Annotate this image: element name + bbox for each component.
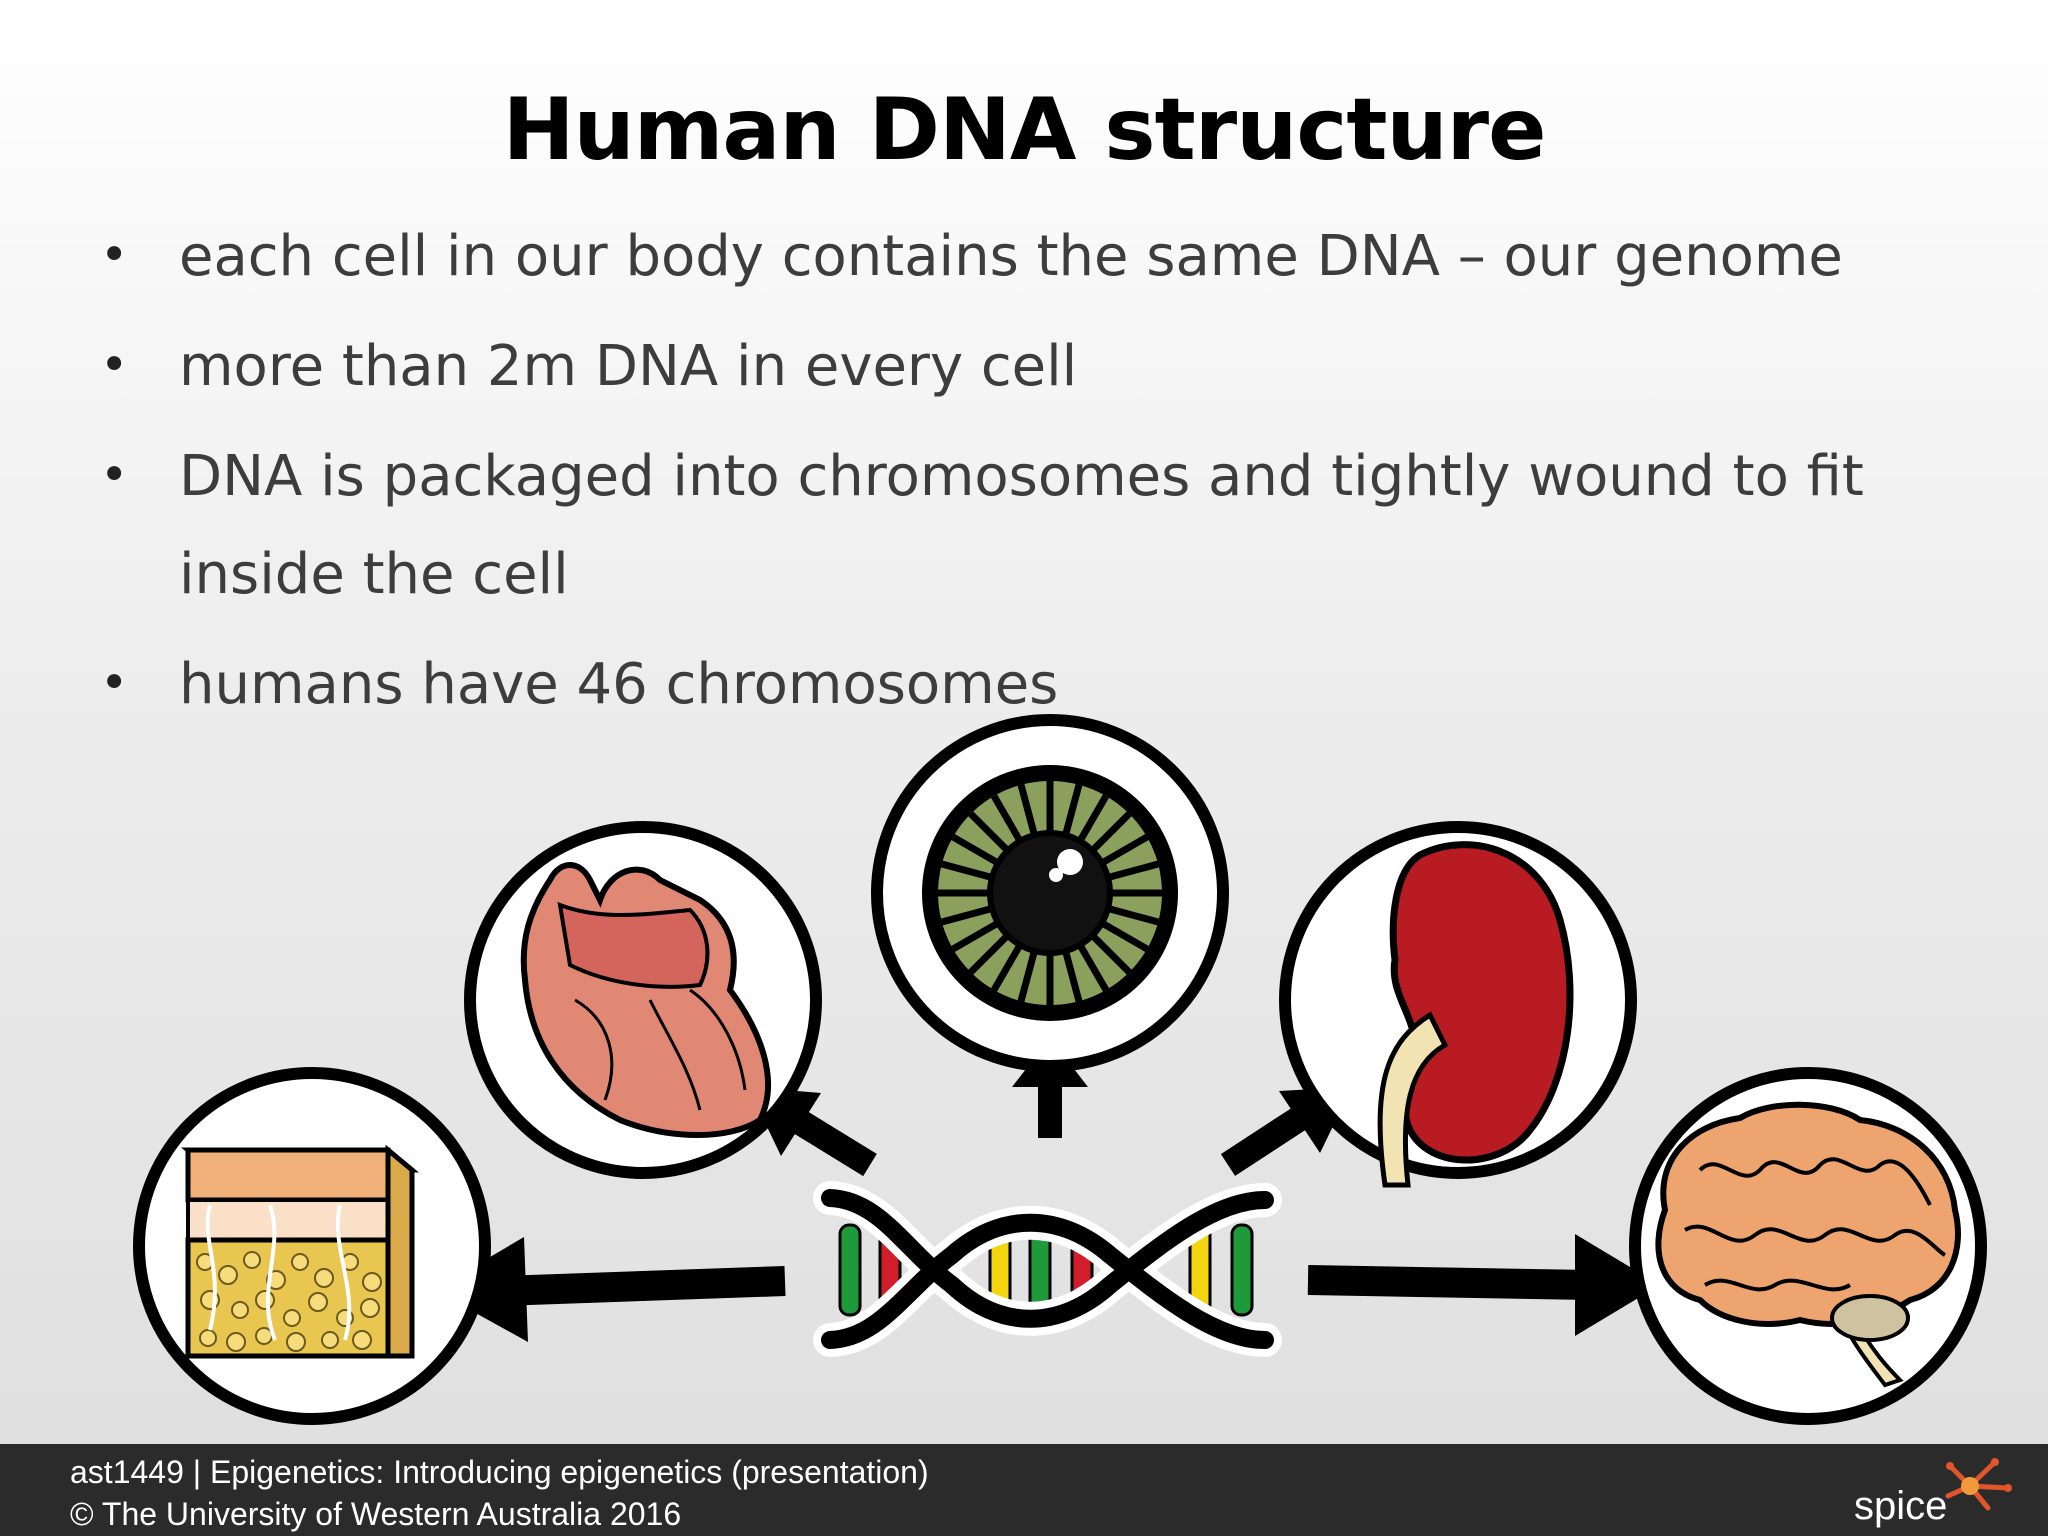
iris-spoke xyxy=(1077,794,1110,842)
iris-spoke xyxy=(1108,905,1160,926)
bullet-item: • more than 2m DNA in every cell xyxy=(100,318,2000,416)
bullet-item: • DNA is packaged into chromosomes and t… xyxy=(100,428,2000,624)
dna-rung xyxy=(838,1223,862,1317)
iris-spoke xyxy=(1108,860,1160,881)
spice-star-icon xyxy=(1945,1458,2012,1511)
bullet-dot: • xyxy=(100,655,129,711)
heart-icon xyxy=(520,862,771,1138)
logo-text: spice xyxy=(1854,1484,1948,1528)
bullet-dot: • xyxy=(100,337,129,393)
bullet-text: DNA is packaged into chromosomes and tig… xyxy=(179,444,1864,607)
iris-spoke xyxy=(940,860,992,881)
spice-logo: spice xyxy=(1850,1448,2020,1534)
iris-spoke xyxy=(1091,811,1132,852)
bullet-text: more than 2m DNA in every cell xyxy=(179,334,1078,399)
iris-spoke xyxy=(1017,951,1038,1003)
iris-spoke xyxy=(990,944,1023,992)
bullet-dot: • xyxy=(100,447,129,503)
iris-spoke xyxy=(1017,783,1038,835)
brain-icon xyxy=(1655,1101,1961,1388)
bullet-text: each cell in our body contains the same … xyxy=(179,224,1843,289)
footer: ast1449 | Epigenetics: Introducing epige… xyxy=(0,1444,2048,1536)
footer-reference: ast1449 | Epigenetics: Introducing epige… xyxy=(70,1454,929,1490)
bullet-text: humans have 46 chromosomes xyxy=(179,652,1059,717)
bullet-item: • humans have 46 chromosomes xyxy=(100,636,2000,734)
iris-spoke xyxy=(968,811,1009,852)
slide-title: Human DNA structure xyxy=(502,80,1547,180)
dna-organ-diagram xyxy=(133,714,1987,1425)
dna-rung xyxy=(1230,1223,1254,1317)
arrow-to-brain xyxy=(1307,1234,1660,1336)
bullet-dot: • xyxy=(100,227,129,283)
iris-spoke xyxy=(951,833,999,866)
iris-spoke xyxy=(940,905,992,926)
iris-spoke xyxy=(951,920,999,953)
iris-spoke xyxy=(1077,944,1110,992)
iris-spoke xyxy=(990,794,1023,842)
bullet-item: • each cell in our body contains the sam… xyxy=(100,208,2000,306)
iris-spoke xyxy=(1062,783,1083,835)
footer-copyright: © The University of Western Australia 20… xyxy=(70,1496,682,1532)
iris-spoke xyxy=(1101,920,1149,953)
eye-icon xyxy=(922,765,1178,1021)
bullet-list: • each cell in our body contains the sam… xyxy=(100,208,2000,746)
dna-helix-icon xyxy=(813,1181,1282,1357)
kidney-icon xyxy=(1377,841,1574,1188)
iris-spoke xyxy=(1062,951,1083,1003)
skin-tissue-icon xyxy=(181,1144,419,1359)
iris-spoke xyxy=(1101,833,1149,866)
iris-spoke xyxy=(968,934,1009,975)
iris-spoke xyxy=(1091,934,1132,975)
